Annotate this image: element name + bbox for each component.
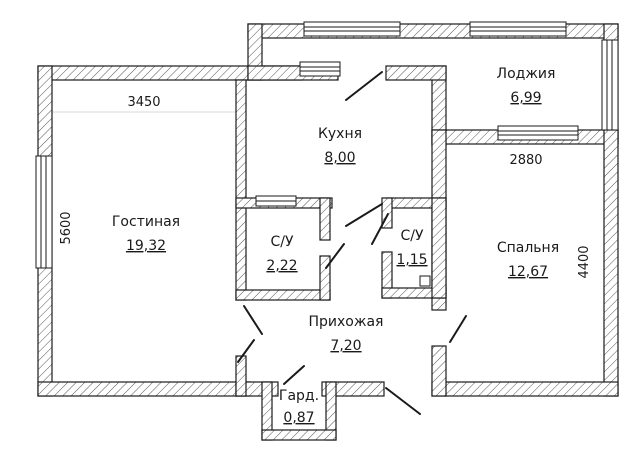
window-bedroom-north (497, 125, 579, 141)
door-bedroom (449, 315, 467, 343)
walls (37, 23, 619, 441)
door-bath1 (325, 243, 345, 269)
room-bath1: С/У 2,22 (266, 234, 297, 274)
room-hall: Прихожая 7,20 (309, 314, 384, 354)
room-bedroom-area: 12,67 (508, 264, 548, 280)
bath2-shaft (419, 275, 431, 287)
room-bath2-area: 1,15 (396, 252, 427, 268)
room-bedroom-name: Спальня (497, 240, 559, 256)
window-loggia-1 (303, 21, 401, 37)
room-bath2-name: С/У (400, 228, 423, 244)
wall-east (603, 129, 619, 397)
room-living-area: 19,32 (126, 238, 166, 254)
room-living: Гостиная 19,32 (112, 214, 180, 254)
wall-bath2-west-top (381, 197, 393, 229)
dim-living-depth: 5600 (59, 211, 74, 244)
room-loggia-name: Лоджия (497, 66, 556, 82)
room-bedroom: Спальня 12,67 (497, 240, 559, 280)
doors (237, 71, 467, 415)
room-hall-area: 7,20 (330, 338, 361, 354)
room-kitchen-area: 8,00 (324, 150, 355, 166)
window-kitchen-north (299, 61, 341, 77)
room-labels: Гостиная 19,32 Кухня 8,00 Лоджия 6,99 С/… (112, 66, 559, 426)
door-entrance (385, 387, 421, 415)
wall-bedroom-west-low (431, 345, 447, 397)
room-closet: Гард. 0,87 (279, 388, 319, 426)
window-loggia-east (601, 39, 619, 131)
wall-hall-south-right (321, 381, 385, 397)
wall-bath1-east-top (319, 197, 331, 241)
window-bath1-north (255, 195, 297, 207)
room-kitchen-name: Кухня (318, 126, 362, 142)
room-loggia-area: 6,99 (510, 90, 541, 106)
room-living-name: Гостиная (112, 214, 180, 230)
dimension-labels: 3450 5600 2880 4400 (59, 95, 592, 279)
room-loggia: Лоджия 6,99 (497, 66, 556, 106)
windows (35, 21, 619, 269)
door-living (243, 305, 263, 335)
wall-bath2-east (431, 197, 447, 299)
window-living-west (35, 155, 53, 269)
door-hall-lower (237, 339, 255, 363)
door-loggia (345, 71, 383, 101)
door-bath2 (371, 213, 389, 245)
room-bath1-name: С/У (270, 234, 293, 250)
door-closet (283, 365, 305, 385)
room-kitchen: Кухня 8,00 (318, 126, 362, 166)
wall-south-living (37, 381, 251, 397)
room-closet-name: Гард. (279, 388, 319, 404)
room-hall-name: Прихожая (309, 314, 384, 330)
wall-living-kitchen (235, 79, 247, 301)
wall-hall-stub-left (235, 355, 247, 397)
wall-kitchen-north-right (385, 65, 447, 81)
dim-bedroom-depth: 4400 (577, 245, 592, 278)
dim-living-width: 3450 (127, 95, 160, 110)
room-bath1-area: 2,22 (266, 258, 297, 274)
wall-bath1-east-low (319, 255, 331, 301)
window-loggia-2 (469, 21, 567, 37)
dim-bedroom-width: 2880 (509, 153, 542, 168)
room-closet-area: 0,87 (283, 410, 314, 426)
door-kitchen (345, 203, 383, 227)
room-bath2: С/У 1,15 (396, 228, 427, 268)
wall-closet-south (261, 429, 337, 441)
wall-bath1-south (235, 289, 331, 301)
wall-south-bedroom (431, 381, 619, 397)
